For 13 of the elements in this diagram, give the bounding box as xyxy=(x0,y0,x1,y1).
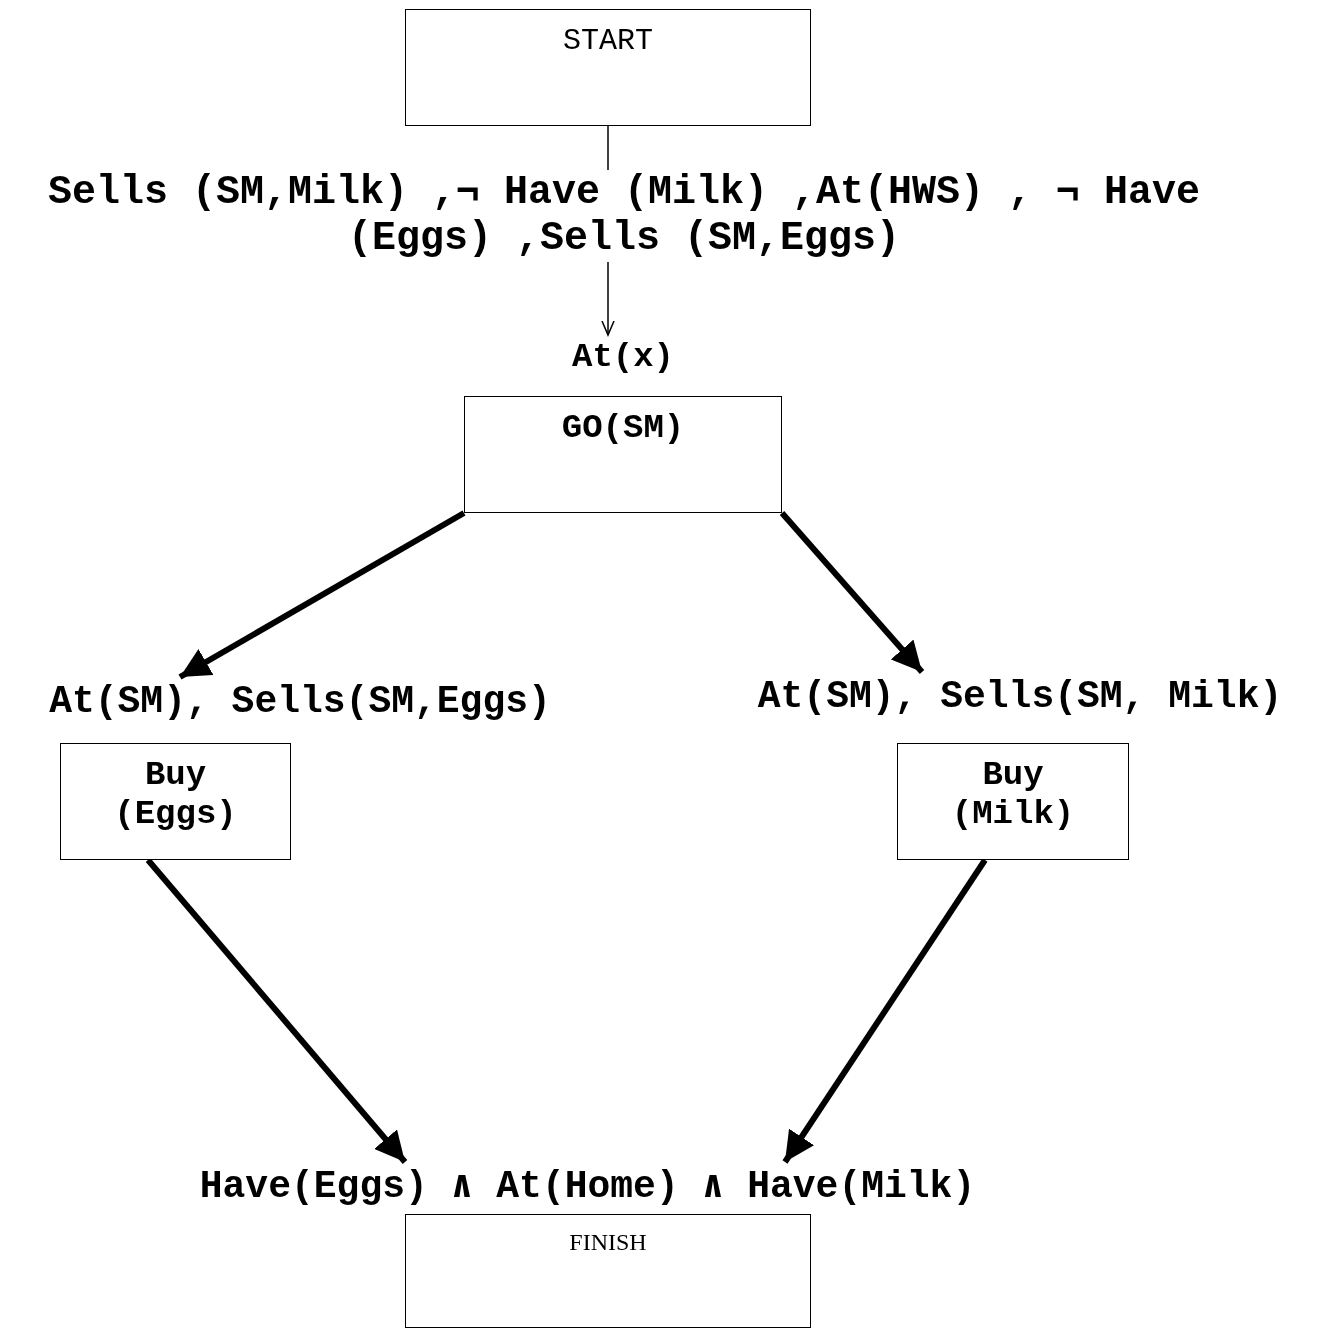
action-name: Buy (Milk) xyxy=(950,756,1076,835)
arrow xyxy=(178,510,466,680)
action-name: FINISH xyxy=(568,1229,648,1257)
arrow xyxy=(145,858,408,1164)
action-name: Buy (Eggs) xyxy=(113,756,238,835)
precondition-text: At(x) xyxy=(571,337,675,378)
precondition-text: Have(Eggs) ∧ At(Home) ∧ Have(Milk) xyxy=(198,1164,977,1210)
precondition-text: At(SM), Sells(SM,Eggs) xyxy=(48,679,552,725)
action-name: START xyxy=(562,24,654,59)
precondition-text: At(SM), Sells(SM, Milk) xyxy=(756,674,1284,720)
action-name: GO(SM) xyxy=(560,409,686,449)
arrow xyxy=(782,858,988,1164)
arrow xyxy=(779,511,925,674)
